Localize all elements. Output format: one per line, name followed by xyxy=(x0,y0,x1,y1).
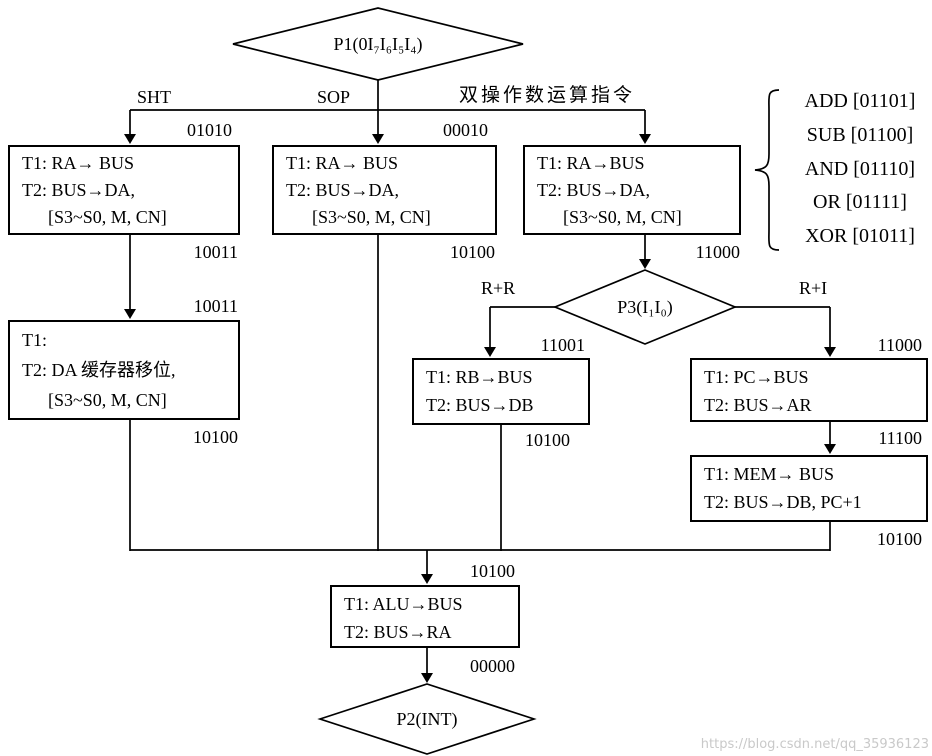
box-line: T1: RA→BUS xyxy=(537,153,645,173)
sht-microinstruction-box: T1: RA→ BUS T2: BUS→DA, [S3~S0, M, CN] xyxy=(8,145,240,235)
address-code: 11001 xyxy=(540,335,585,355)
arrowhead-icon xyxy=(421,673,433,683)
address-code: 10100 xyxy=(193,427,238,447)
mem-microinstruction-box: T1: MEM→ BUS T2: BUS→DB, PC+1 xyxy=(690,455,928,522)
opcode-item: ADD [01101] xyxy=(804,90,916,112)
address-code: 11100 xyxy=(878,428,922,448)
branch-label-dual-operand: 双操作数运算指令 xyxy=(459,85,636,106)
arrowhead-icon xyxy=(639,134,651,144)
opcode-brace-icon xyxy=(754,89,780,251)
arrowhead-icon xyxy=(824,347,836,357)
opcode-item: XOR [01011] xyxy=(805,225,915,247)
arrowhead-icon xyxy=(484,347,496,357)
box-line: [S3~S0, M, CN] xyxy=(48,390,167,410)
address-code: 10100 xyxy=(450,242,495,262)
arrowhead-icon xyxy=(124,134,136,144)
address-code: 10100 xyxy=(470,561,515,581)
box-line: T1: RA→ BUS xyxy=(22,153,135,173)
address-code: 10100 xyxy=(525,430,570,450)
alu-microinstruction-box: T1: ALU→BUS T2: BUS→RA xyxy=(330,585,520,648)
opcode-item: AND [01110] xyxy=(804,157,916,180)
address-code: 11000 xyxy=(695,242,740,262)
address-code: 00000 xyxy=(470,656,515,676)
box-line: T2: BUS→DA, xyxy=(286,180,400,200)
decision-diamonds xyxy=(232,7,738,755)
pc-microinstruction-box: T1: PC→BUS T2: BUS→AR xyxy=(690,358,928,422)
box-line: [S3~S0, M, CN] xyxy=(48,207,167,227)
dual-operand-microinstruction-box: T1: RA→BUS T2: BUS→DA, [S3~S0, M, CN] xyxy=(523,145,741,235)
box-line: T2: BUS→RA xyxy=(344,622,452,642)
opcode-item: SUB [01100] xyxy=(806,123,914,146)
p1-diamond-shape xyxy=(232,7,524,81)
box-line: T1: RA→ BUS xyxy=(286,153,399,173)
arrowhead-icon xyxy=(639,259,651,269)
box-line: T1: ALU→BUS xyxy=(344,594,463,614)
address-code: 10011 xyxy=(193,242,238,262)
box-line: T1: xyxy=(22,330,47,350)
box-line: T1: PC→BUS xyxy=(704,367,809,387)
box-line: [S3~S0, M, CN] xyxy=(312,207,431,227)
opcode-item: OR [01111] xyxy=(813,191,907,214)
branch-label-r-plus-i: R+I xyxy=(799,278,828,298)
p2-decision-label: P2(INT) xyxy=(396,709,458,729)
p3-diamond-shape xyxy=(552,269,738,345)
watermark-text: https://blog.csdn.net/qq_35936123 xyxy=(700,737,929,752)
box-line: T1: RB→BUS xyxy=(426,367,533,387)
box-line: T2: BUS→AR xyxy=(704,395,812,415)
p1-decision-label: P1(0I₇I₆I₅I₄) xyxy=(333,34,423,54)
branch-label-sop: SOP xyxy=(317,87,351,107)
sop-microinstruction-box: T1: RA→ BUS T2: BUS→DA, [S3~S0, M, CN] xyxy=(272,145,497,235)
box-line: T2: BUS→DB, PC+1 xyxy=(704,492,862,512)
box-line: T2: BUS→DB xyxy=(426,395,534,415)
arrow-heads xyxy=(124,134,836,683)
address-code: 00010 xyxy=(443,120,488,140)
p2-diamond-shape xyxy=(317,683,537,755)
address-code: 11000 xyxy=(877,335,922,355)
address-code: 10011 xyxy=(193,296,238,316)
box-line: [S3~S0, M, CN] xyxy=(563,207,682,227)
p3-decision-label: P3(I₁I₀) xyxy=(617,297,673,317)
box-line: T1: MEM→ BUS xyxy=(704,464,835,484)
address-code: 10100 xyxy=(877,529,922,549)
arrowhead-icon xyxy=(824,444,836,454)
arrowhead-icon xyxy=(124,309,136,319)
branch-label-r-plus-r: R+R xyxy=(481,278,516,298)
arrowhead-icon xyxy=(421,574,433,584)
box-line: T2: DA 缓存器移位, xyxy=(22,360,176,380)
branch-label-sht: SHT xyxy=(137,87,172,107)
shift-microinstruction-box: T1: T2: DA 缓存器移位, [S3~S0, M, CN] xyxy=(8,320,240,420)
address-code: 01010 xyxy=(187,120,232,140)
box-line: T2: BUS→DA, xyxy=(22,180,136,200)
arrowhead-icon xyxy=(372,134,384,144)
opcode-list: ADD [01101] SUB [01100] AND [01110] OR [… xyxy=(785,90,932,248)
rb-microinstruction-box: T1: RB→BUS T2: BUS→DB xyxy=(412,358,590,425)
connector-lines xyxy=(129,80,831,675)
box-line: T2: BUS→DA, xyxy=(537,180,651,200)
